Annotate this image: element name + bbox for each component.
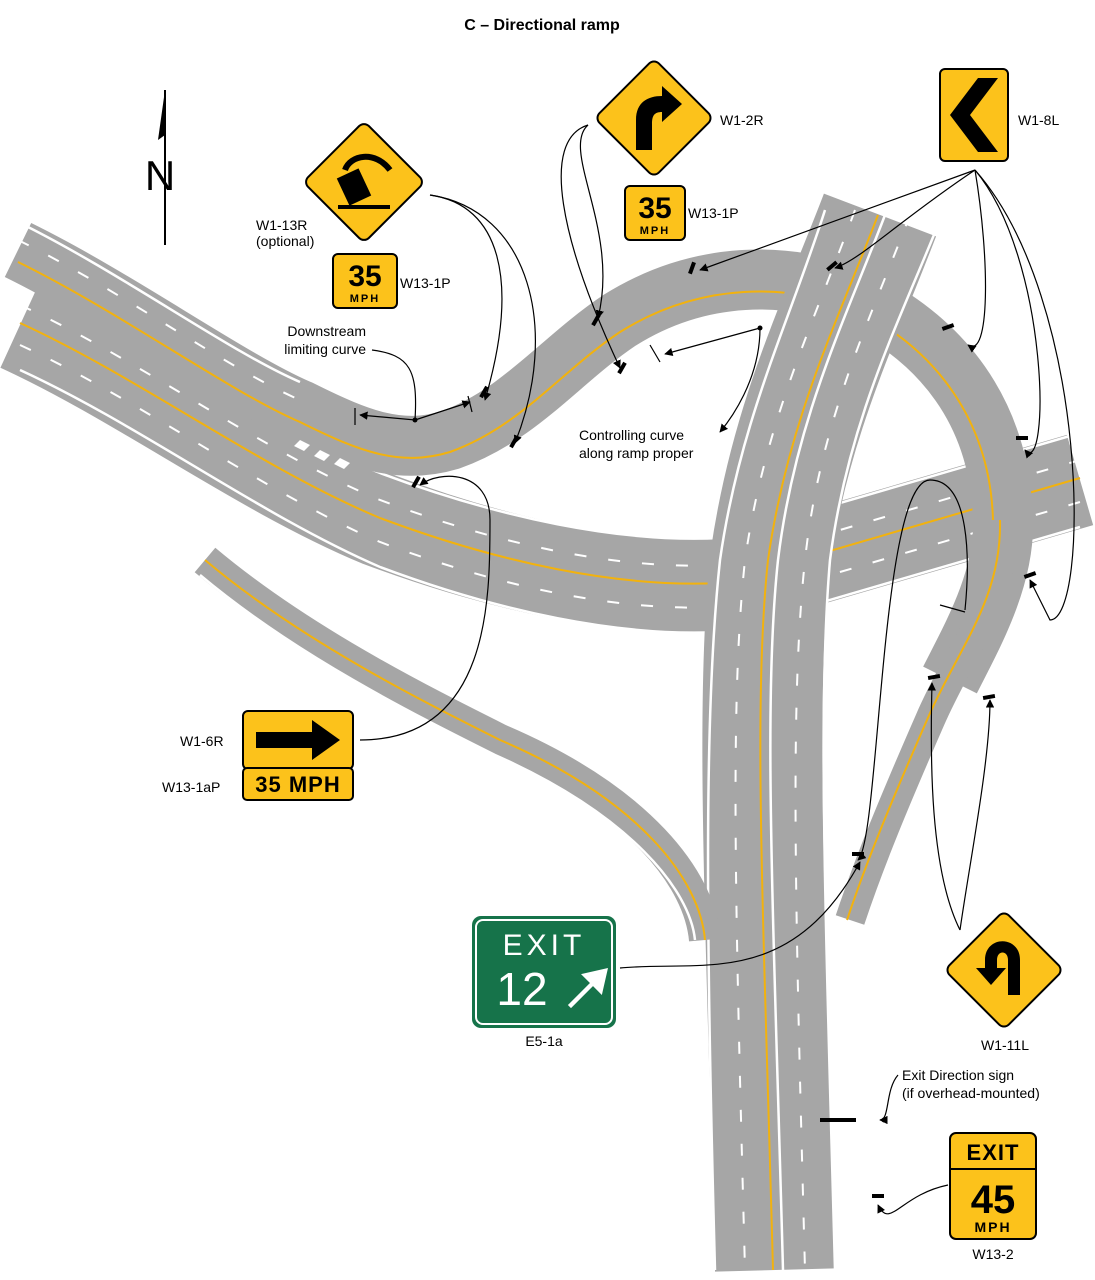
- exit-direction-label-2: (if overhead-mounted): [902, 1085, 1040, 1101]
- controlling-label-1: Controlling curve: [579, 427, 684, 443]
- w1-8l-code: W1-8L: [1018, 112, 1059, 128]
- loop-ramp: [835, 519, 1019, 925]
- curve-right-arrow-icon: [636, 86, 682, 150]
- exit-direction-label-1: Exit Direction sign: [902, 1067, 1014, 1083]
- downstream-label-1: Downstream: [287, 323, 366, 339]
- sign-e5-1a: EXIT 12 E5-1a: [472, 916, 616, 1049]
- w1-6r-plaque-text: 35 MPH: [255, 772, 340, 797]
- w1-11l-code: W1-11L: [981, 1037, 1029, 1053]
- w1-2r-plaque-speed: 35: [638, 192, 671, 225]
- controlling-label-2: along ramp proper: [579, 445, 694, 461]
- sign-w1-6r: 35 MPH W1-6R W13-1aP: [162, 710, 354, 801]
- sign-w1-2r: 35 MPH W1-2R W13-1P: [596, 60, 764, 241]
- diagram-title: C – Directional ramp: [464, 17, 620, 34]
- leader-lines: [359, 124, 1075, 1215]
- w13-2-speed: 45: [971, 1178, 1016, 1222]
- w13-2-code: W13-2: [972, 1246, 1013, 1262]
- diagonal-arrow-up-right-icon: [567, 968, 608, 1009]
- sign-w1-11l: W1-11L: [946, 912, 1062, 1053]
- north-label: N: [145, 152, 175, 199]
- e5-1a-code: E5-1a: [525, 1033, 563, 1049]
- sign-w13-2: EXIT 45 MPH W13-2: [949, 1132, 1037, 1262]
- upper-left-ramp: [4, 220, 1034, 694]
- hairpin-left-icon: [976, 941, 1020, 995]
- w1-2r-code: W1-2R: [720, 112, 764, 128]
- north-arrow-icon: N: [145, 90, 175, 245]
- lower-left-ramp: [194, 547, 721, 942]
- north-south-highway: [702, 193, 942, 1272]
- chevron-left-icon: [950, 78, 998, 152]
- w13-2-unit: MPH: [974, 1219, 1011, 1235]
- w1-6r-plaque-code: W13-1aP: [162, 779, 220, 795]
- sign-w1-13r: 35 MPH W1-13R (optional) W13-1P: [256, 123, 451, 309]
- w1-13r-plaque-speed: 35: [348, 260, 381, 293]
- downstream-label-2: limiting curve: [284, 341, 366, 357]
- sign-position-markers: [354, 260, 1037, 1198]
- sign-w1-8l: W1-8L: [939, 68, 1059, 162]
- w1-2r-plaque-code: W13-1P: [688, 205, 739, 221]
- w1-13r-code: W1-13R: [256, 217, 307, 233]
- e5-1a-number: 12: [496, 963, 547, 1015]
- e5-1a-line1: EXIT: [503, 929, 586, 962]
- w13-2-top: EXIT: [967, 1140, 1020, 1165]
- w1-13r-plaque-unit: MPH: [350, 293, 380, 305]
- w1-13r-note: (optional): [256, 233, 314, 249]
- w1-6r-code: W1-6R: [180, 733, 224, 749]
- w1-2r-plaque-unit: MPH: [640, 225, 670, 237]
- large-arrow-right-icon: [256, 720, 340, 760]
- gore-chevrons: [132, 440, 842, 994]
- w1-13r-plaque-code: W13-1P: [400, 275, 451, 291]
- truck-rollover-icon: [336, 153, 393, 209]
